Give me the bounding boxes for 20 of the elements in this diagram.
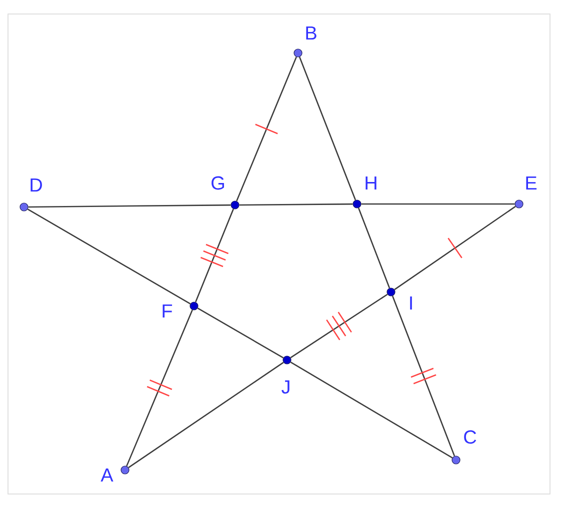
point-label: E <box>526 176 537 190</box>
point <box>514 200 524 208</box>
point-label: C <box>464 430 476 444</box>
point <box>190 302 198 310</box>
point <box>452 456 460 464</box>
point <box>120 466 130 474</box>
point-label: H <box>366 176 376 190</box>
point <box>282 356 292 364</box>
point-label: I <box>410 296 412 310</box>
point <box>352 200 362 208</box>
point-label: G <box>212 176 224 190</box>
point <box>20 202 28 212</box>
point-label: F <box>162 304 172 318</box>
point <box>230 200 240 210</box>
point-label: A <box>100 468 114 482</box>
point <box>294 48 302 58</box>
point-label: J <box>282 380 290 394</box>
point-label: D <box>30 178 42 192</box>
point <box>386 288 396 296</box>
point-label: B <box>306 26 316 40</box>
